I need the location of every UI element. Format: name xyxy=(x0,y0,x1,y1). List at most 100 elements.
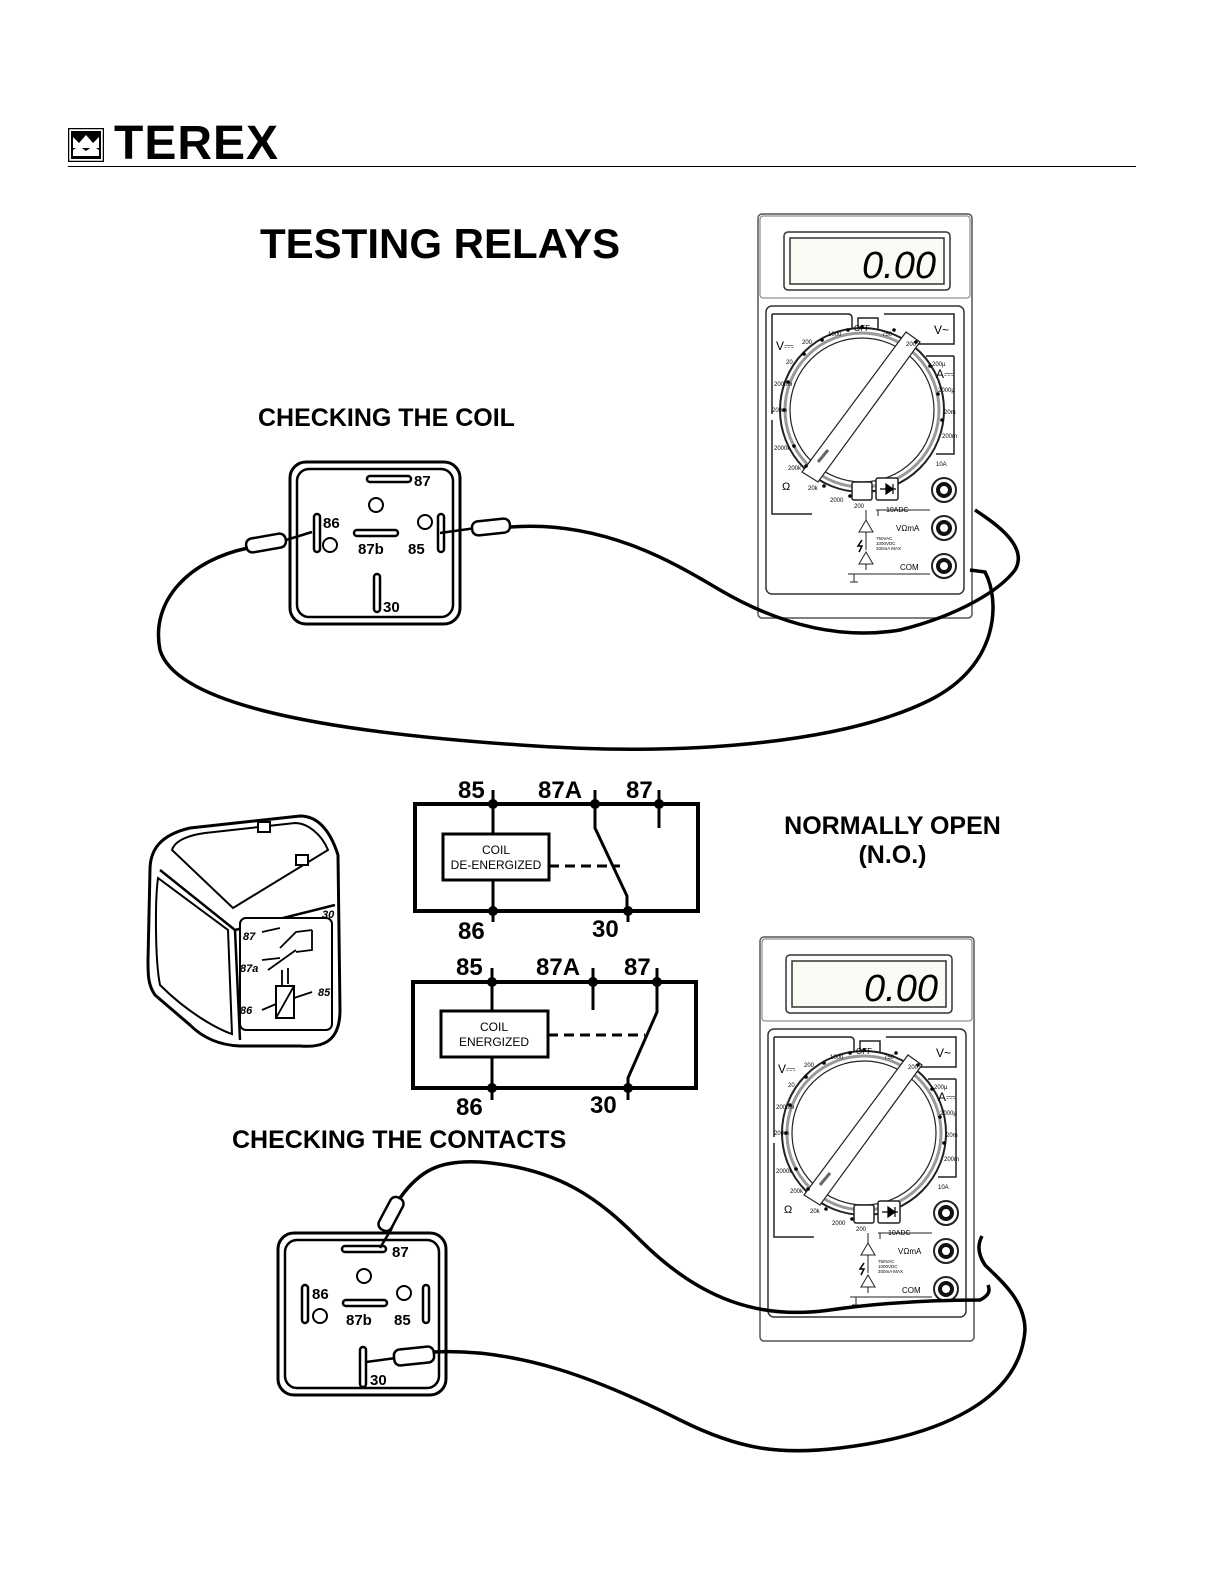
range-ohm-2000k: 2000k xyxy=(776,1169,793,1175)
lead-black xyxy=(433,1235,1027,1453)
range-ohm-20k: 20k xyxy=(808,486,819,492)
range-vac-750: 750 xyxy=(882,332,893,338)
lead-red xyxy=(398,1160,991,1315)
pin-86-blade xyxy=(312,512,322,554)
test-leads-contacts xyxy=(365,1160,1027,1453)
probe-87[interactable] xyxy=(376,1195,405,1233)
meter-off-label: OFF xyxy=(856,1047,872,1056)
pin-hole xyxy=(312,1308,328,1324)
pin-label-30: 30 xyxy=(370,1372,387,1389)
probe-85[interactable] xyxy=(470,517,512,537)
range-vdc-200m: 200m xyxy=(772,408,787,414)
range-ohm-200k: 200k xyxy=(788,466,802,472)
coil-label-line1: COIL xyxy=(480,1020,508,1034)
pin-label-87: 87 xyxy=(392,1244,409,1261)
circuit-frame xyxy=(411,980,698,1090)
pin-30-blade xyxy=(358,1345,368,1389)
range-vdc-20: 20 xyxy=(786,360,793,366)
relay-type-line2: (N.O.) xyxy=(858,841,927,869)
pin-label-87a: 87a xyxy=(240,963,258,975)
pin-87-blade xyxy=(340,1244,388,1254)
range-adc-200u: 200µ xyxy=(932,362,946,368)
range-adc-200m: 200m xyxy=(944,1157,959,1163)
coil-label-line2: DE-ENERGIZED xyxy=(451,858,542,872)
meter-adc-label: A⎓ xyxy=(938,1090,956,1104)
warning-line3: 200mA MAX xyxy=(876,546,901,551)
multimeter-contacts-test: 0.00 OFF V⎓ V~ A⎓ Ω 1000 200 20 2000m 20… xyxy=(758,935,976,1343)
range-ohm-200: 200 xyxy=(856,1227,867,1233)
pin-label-85: 85 xyxy=(394,1312,411,1329)
range-adc-200u: 200µ xyxy=(934,1085,948,1091)
range-vac-750: 750 xyxy=(884,1055,895,1061)
jack-com-label[interactable]: COM xyxy=(900,563,919,572)
warning-line3: 200mA MAX xyxy=(878,1269,903,1274)
range-adc-10a: 10A xyxy=(938,1185,949,1191)
warning-line1: 750VAC xyxy=(876,536,893,541)
test-leads-coil xyxy=(156,508,1020,751)
crown-logo-icon xyxy=(68,128,104,162)
meter-vdc-label: V⎓ xyxy=(778,1062,796,1076)
terminal-87: 87 xyxy=(624,954,651,981)
pin-label-87b: 87b xyxy=(358,541,384,558)
relay-type-label: NORMALLY OPEN (N.O.) xyxy=(760,812,1025,870)
relay-3d-pin-labels: 87 87a 86 30 85 xyxy=(240,909,335,1017)
terminal-86: 86 xyxy=(458,918,485,945)
warning-line1: 750VAC xyxy=(878,1259,895,1264)
header-divider xyxy=(68,166,1136,167)
pin-label-30: 30 xyxy=(383,599,400,616)
range-vdc-2000m: 2000m xyxy=(776,1105,794,1111)
pin-hole xyxy=(356,1268,372,1284)
range-vdc-2000m: 2000m xyxy=(774,382,792,388)
relay-type-line1: NORMALLY OPEN xyxy=(784,812,1001,840)
jack-vohm-label[interactable]: VΩmA xyxy=(898,1247,922,1256)
circuit-frame xyxy=(413,802,700,913)
meter-vac-label: V~ xyxy=(934,323,949,337)
range-vac-200: 200 xyxy=(906,342,917,348)
jack-vohm-label[interactable]: VΩmA xyxy=(896,524,920,533)
pin-label-85: 85 xyxy=(408,541,425,558)
range-adc-20m: 20m xyxy=(944,410,956,416)
probe-86[interactable] xyxy=(244,532,288,554)
pin-87b-blade xyxy=(341,1298,389,1308)
jack-com-label[interactable]: COM xyxy=(902,1286,921,1295)
terminal-85: 85 xyxy=(458,777,485,804)
probe-30[interactable] xyxy=(392,1345,436,1367)
coil-label-line2: ENERGIZED xyxy=(459,1035,529,1049)
contacts-test-caption: CHECKING THE CONTACTS xyxy=(232,1126,567,1154)
range-adc-2000u: 2000µ xyxy=(940,1111,957,1117)
range-vdc-200m: 200m xyxy=(774,1131,789,1137)
meter-vdc-label: V⎓ xyxy=(776,339,794,353)
terminal-87a: 87A xyxy=(536,954,580,981)
jack-10adc-label[interactable]: 10ADC xyxy=(888,1230,911,1237)
lead-red xyxy=(509,508,1020,635)
pin-label-87: 87 xyxy=(243,931,256,943)
pin-hole xyxy=(322,537,338,553)
range-ohm-2000k: 2000k xyxy=(774,446,791,452)
pin-label-30: 30 xyxy=(322,909,335,921)
multimeter-coil-test: 0.00 OFF V⎓ V~ A⎓ Ω 1000 200 20 2000m 20… xyxy=(756,212,974,620)
range-vdc-200: 200 xyxy=(804,1063,815,1069)
warning-line2: 1000VDC xyxy=(878,1264,898,1269)
pin-86-blade xyxy=(300,1283,310,1325)
meter-display-reading: 0.00 xyxy=(862,245,936,287)
pin-label-86: 86 xyxy=(312,1286,329,1303)
pin-hole xyxy=(417,514,433,530)
range-adc-2000u: 2000µ xyxy=(938,388,955,394)
range-vdc-1000: 1000 xyxy=(828,332,842,338)
pin-label-86: 86 xyxy=(323,515,340,532)
range-ohm-20k: 20k xyxy=(810,1209,821,1215)
range-vac-200: 200 xyxy=(908,1065,919,1071)
jack-10adc-label[interactable]: 10ADC xyxy=(886,507,909,514)
terminal-87: 87 xyxy=(626,777,653,804)
meter-ohm-label: Ω xyxy=(784,1204,792,1216)
pin-hole xyxy=(396,1285,412,1301)
pin-87-blade xyxy=(365,474,413,484)
meter-off-label: OFF xyxy=(854,324,870,333)
range-vdc-20: 20 xyxy=(788,1083,795,1089)
pin-85-blade xyxy=(421,1283,431,1325)
relay-pinout-coil-test: 87 86 87b 85 30 xyxy=(288,460,462,626)
brand-name: TEREX xyxy=(114,117,280,170)
terminal-87a: 87A xyxy=(538,777,582,804)
coil-test-caption: CHECKING THE COIL xyxy=(258,404,515,432)
range-vdc-1000: 1000 xyxy=(830,1055,844,1061)
